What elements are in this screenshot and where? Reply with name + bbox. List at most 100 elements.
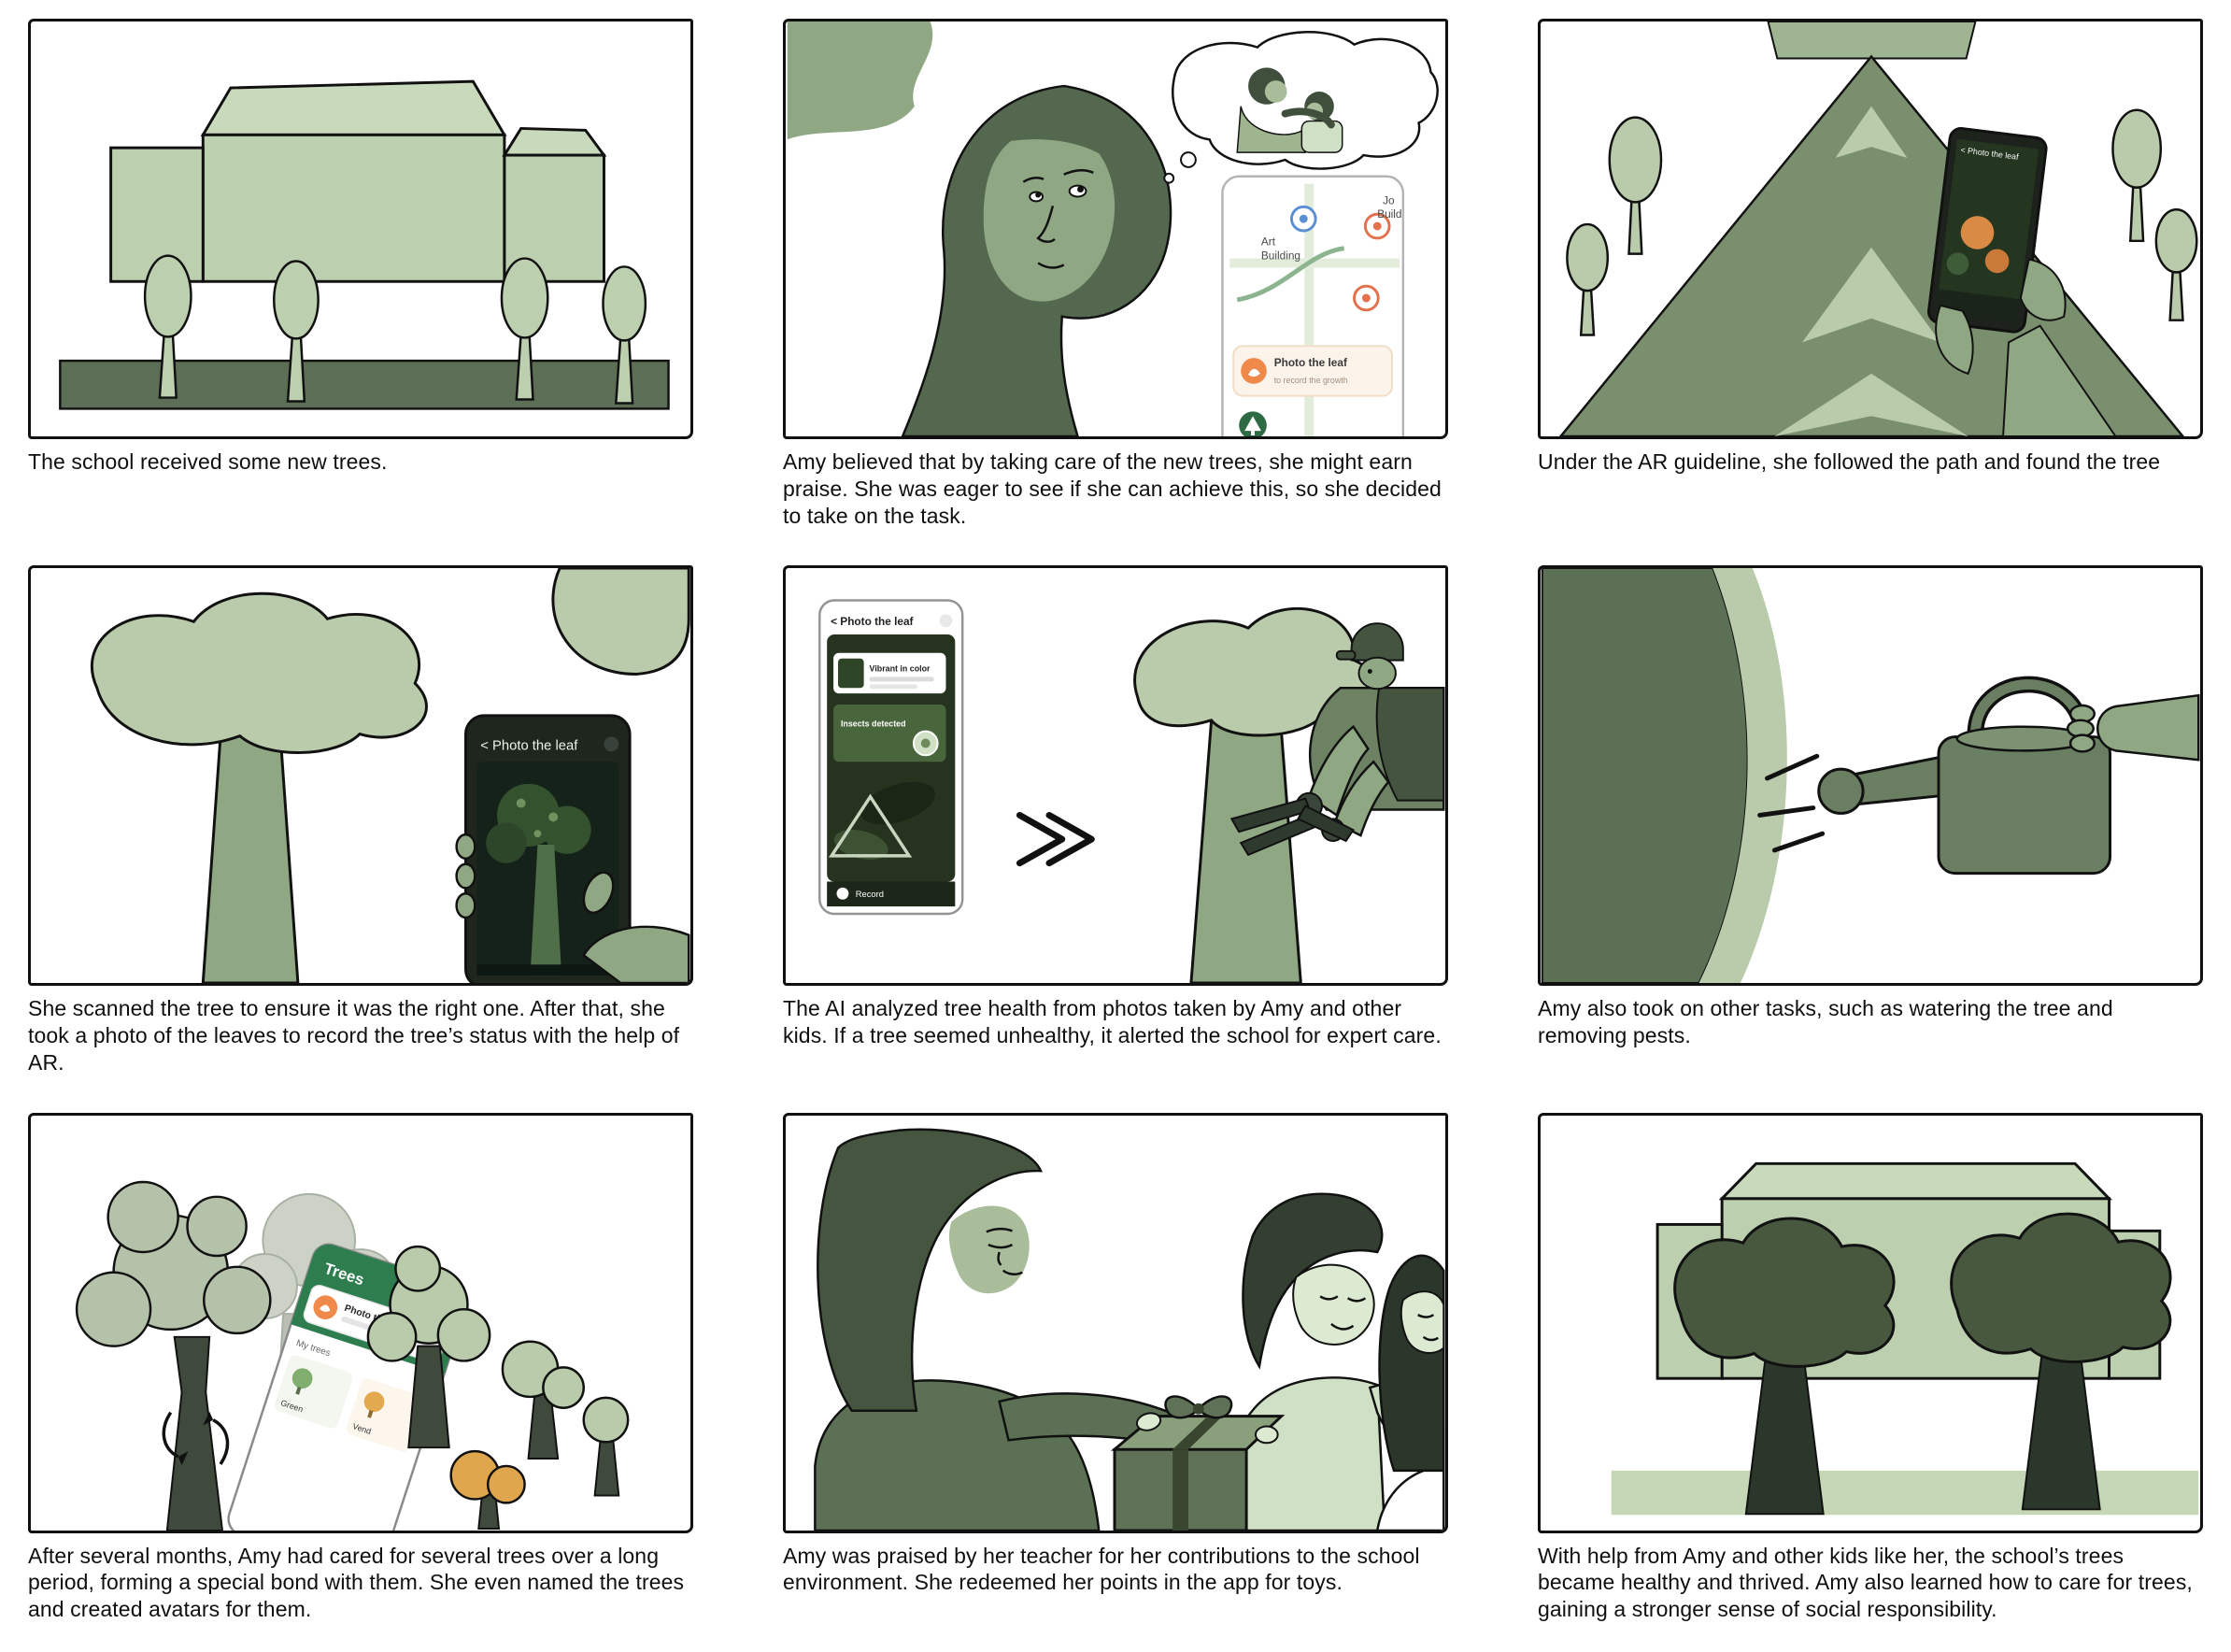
panel-1 — [28, 19, 693, 439]
storyboard-cell-3: < Photo the leaf Under the AR guideline,… — [1538, 19, 2203, 550]
overhead-canopy — [1767, 21, 1977, 60]
scan-phone: < Photo the leaf — [464, 714, 632, 984]
sprinkler-head — [1817, 767, 1865, 816]
cap — [1350, 622, 1404, 662]
analysis-phone: < Photo the leaf Vibrant in color — [818, 599, 964, 916]
panel-4-illustration: < Photo the leaf — [90, 568, 690, 984]
panel-7: Trees 24 Photo the leaf My trees G — [28, 1112, 693, 1533]
new-trees — [143, 254, 647, 405]
panel-4-caption: She scanned the tree to ensure it was th… — [28, 996, 680, 1075]
motion-lines — [1757, 754, 1826, 853]
panel-6-illustration — [1541, 568, 2200, 984]
roadside-trees — [1566, 108, 2198, 336]
card-title: Photo the leaf — [1274, 356, 1347, 369]
healthy-tag-card: Vibrant in color — [833, 653, 946, 694]
panel-3: < Photo the leaf — [1538, 19, 2203, 439]
panel-4: < Photo the leaf — [28, 565, 693, 987]
avatar-trees — [366, 1245, 630, 1530]
arrow-icon — [1016, 812, 1095, 867]
map-pin-water-icon — [1289, 205, 1317, 233]
panel-2-illustration: Art Building Jo Build Photo the leaf to … — [787, 21, 1439, 436]
storyboard-cell-7: Trees 24 Photo the leaf My trees G — [28, 1112, 693, 1645]
tree-list-item[interactable]: Green — [273, 1353, 354, 1430]
map-label-build: Build — [1377, 207, 1401, 221]
healthy-tree — [1950, 1212, 2172, 1510]
praise-figures — [1236, 67, 1343, 153]
storyboard-cell-1: The school received some new trees. — [28, 19, 693, 550]
big-tree — [90, 592, 428, 984]
storyboard-cell-5: < Photo the leaf Vibrant in color — [783, 565, 1448, 1097]
panel-5-illustration: < Photo the leaf Vibrant in color — [818, 599, 1445, 984]
panel-5-caption: The AI analyzed tree health from photos … — [783, 996, 1442, 1047]
record-label: Record — [856, 890, 884, 899]
phone-header-label: < Photo the leaf — [831, 615, 913, 628]
healthy-tag-label: Vibrant in color — [870, 664, 931, 674]
card-subtitle: to record the growth — [1274, 376, 1348, 385]
warning-tag-card: Insects detected — [833, 705, 946, 762]
panel-2: Art Building Jo Build Photo the leaf to … — [783, 19, 1448, 439]
panel-5: < Photo the leaf Vibrant in color — [783, 565, 1448, 987]
close-icon[interactable] — [939, 614, 953, 628]
gardener-pruning — [1229, 622, 1445, 857]
photo-leaf-card[interactable]: Photo the leaf to record the growth — [1232, 345, 1393, 397]
panel-3-illustration: < Photo the leaf — [1558, 21, 2198, 436]
ar-direction-arrows — [1774, 106, 1968, 436]
tree-badge-icon — [1239, 411, 1267, 436]
panel-8-illustration — [814, 1128, 1445, 1531]
map-app-phone: Art Building Jo Build Photo the leaf to … — [1221, 175, 1405, 436]
panel-7-illustration: Trees 24 Photo the leaf My trees G — [75, 1180, 630, 1531]
ground-strip — [1611, 1470, 2199, 1515]
trunk-highlight — [1698, 568, 1787, 984]
panel-8-caption: Amy was praised by her teacher for her c… — [783, 1543, 1420, 1595]
map-pin-tree-icon — [1353, 212, 1391, 312]
warning-tag-label: Insects detected — [841, 719, 906, 729]
hands-holding-phone — [1935, 258, 2117, 436]
sync-arrows-icon — [162, 1411, 230, 1465]
storyboard-cell-6: Amy also took on other tasks, such as wa… — [1538, 565, 2203, 1097]
phone-header-label: < Photo the leaf — [480, 739, 578, 754]
panel-9-caption: With help from Amy and other kids like h… — [1538, 1543, 2193, 1622]
named-tree — [75, 1180, 272, 1531]
corner-canopy — [551, 568, 690, 676]
panel-7-caption: After several months, Amy had cared for … — [28, 1543, 685, 1622]
map-label-jo: Jo — [1383, 193, 1395, 206]
reaching-hand — [1254, 1425, 1279, 1444]
map-label-art: Art — [1261, 235, 1276, 249]
pouring-hand — [2066, 694, 2200, 762]
record-bar[interactable]: Record — [827, 881, 956, 907]
storyboard-cell-2: Art Building Jo Build Photo the leaf to … — [783, 19, 1448, 550]
face-features — [1022, 169, 1094, 269]
watering-can — [1817, 676, 2112, 876]
ground-strip — [59, 359, 670, 410]
girl-friend — [1375, 1254, 1445, 1531]
panel-3-caption: Under the AR guideline, she followed the… — [1538, 449, 2161, 474]
panel-6-caption: Amy also took on other tasks, such as wa… — [1538, 996, 2113, 1047]
ar-focus-triangle — [828, 793, 913, 858]
panel-9 — [1538, 1112, 2203, 1533]
tree-list-item[interactable]: Vend — [345, 1376, 426, 1453]
close-icon[interactable] — [604, 736, 619, 752]
panel-1-caption: The school received some new trees. — [28, 449, 388, 474]
panel-1-illustration — [59, 79, 670, 410]
storyboard-cell-8: Amy was praised by her teacher for her c… — [783, 1112, 1448, 1645]
thought-bubble — [1163, 31, 1439, 184]
reaching-hand — [1135, 1411, 1162, 1431]
healthy-tree — [1673, 1217, 1896, 1515]
teacher-face — [986, 1227, 1023, 1275]
tree-trunk-closeup — [1541, 568, 1749, 984]
amy-portrait — [901, 84, 1172, 436]
gift-box — [1110, 1394, 1286, 1531]
panel-9-illustration — [1611, 1161, 2199, 1515]
pruning-shears — [1229, 797, 1356, 857]
panel-8 — [783, 1112, 1448, 1533]
panel-6 — [1538, 565, 2203, 987]
girl-amy-head — [1242, 1192, 1384, 1370]
storyboard-cell-9: With help from Amy and other kids like h… — [1538, 1112, 2203, 1645]
storyboard-cell-4: < Photo the leaf She scanned the tree to… — [28, 565, 693, 1097]
corner-foliage — [787, 21, 933, 140]
school-building — [109, 79, 607, 283]
map-label-building: Building — [1261, 249, 1300, 263]
panel-2-caption: Amy believed that by taking care of the … — [783, 449, 1442, 528]
ar-phone: < Photo the leaf — [1926, 127, 2048, 334]
